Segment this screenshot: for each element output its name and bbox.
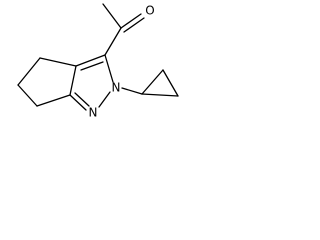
bond-cyclopropyl-c bbox=[141, 93, 179, 97]
bond-c3a-c3-double-1 bbox=[75, 54, 106, 67]
bond-c5-c6 bbox=[17, 84, 38, 107]
bond-c3a-c4 bbox=[39, 57, 77, 67]
bond-n1-c7a-double-2 bbox=[74, 92, 90, 107]
bond-c7a-c3a bbox=[69, 65, 77, 96]
bond-c3-cho bbox=[104, 27, 122, 56]
bond-c6-c7a bbox=[36, 94, 71, 107]
bond-cyclopropyl-a bbox=[141, 69, 164, 95]
bond-cyclopropyl-b bbox=[162, 69, 179, 97]
bond-n2-cyclopropyl bbox=[121, 87, 143, 95]
bond-c4-c5 bbox=[17, 57, 41, 86]
molecule-structure: O N N bbox=[17, 3, 179, 120]
bond-c-o-double-1 bbox=[120, 13, 142, 29]
bond-cho-h bbox=[102, 3, 122, 29]
oxygen-label: O bbox=[145, 4, 154, 18]
bond-c3-n2 bbox=[104, 54, 114, 83]
nitrogen-2-label: N bbox=[112, 81, 121, 95]
nitrogen-1-label: N bbox=[89, 106, 98, 120]
bond-c3a-c3-double-2 bbox=[80, 61, 104, 71]
bond-n2-n1 bbox=[98, 91, 111, 108]
bond-c-o-double-2 bbox=[123, 17, 145, 33]
bond-n1-c7a-double-1 bbox=[69, 94, 87, 111]
